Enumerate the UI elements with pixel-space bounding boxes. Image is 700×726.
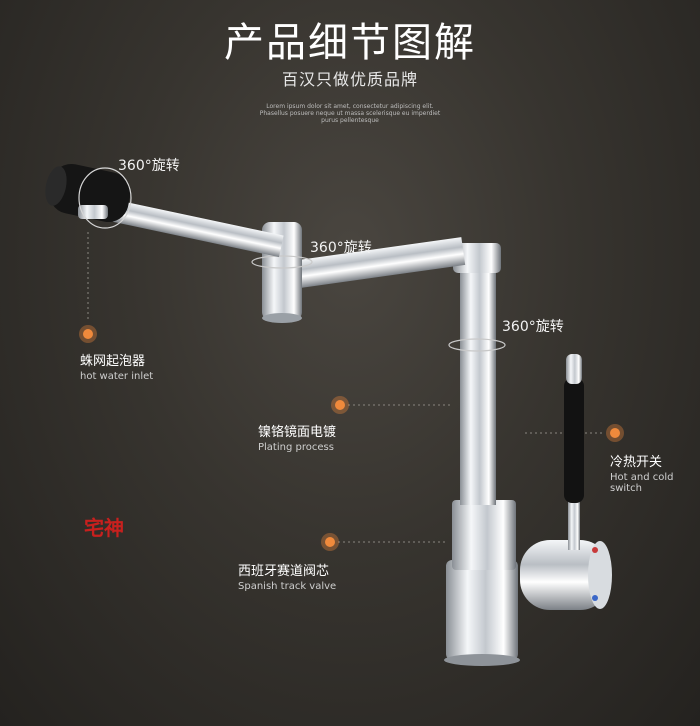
callout-aerator-en: hot water inlet <box>80 371 154 382</box>
callout-valve-cn: 西班牙赛道阀芯 <box>238 564 330 579</box>
page-title: 产品细节图解 <box>224 20 476 66</box>
faucet-body <box>452 500 516 570</box>
lorem-line-3: purus pellentesque <box>321 117 379 124</box>
lorem-line-1: Lorem ipsum dolor sit amet, consectetur … <box>266 103 434 110</box>
rotation-label-spout: 360°旋转 <box>118 158 180 174</box>
callout-aerator-cn: 蛛网起泡器 <box>80 354 146 369</box>
lorem-text: Lorem ipsum dolor sit amet, consectetur … <box>0 103 700 124</box>
faucet-base <box>446 560 518 660</box>
callout-plating: 镍铬镜面电镀 Plating process <box>258 421 336 453</box>
page-subtitle: 百汉只做优质品牌 <box>281 70 418 89</box>
callout-switch-en: Hot and cold switch <box>610 472 674 494</box>
lorem-line-2: Phasellus posuere neque ut massa sceleri… <box>259 110 441 117</box>
callout-switch: 冷热开关 Hot and cold switch <box>610 451 700 494</box>
handle-stem <box>568 495 580 550</box>
rotation-label-pole: 360°旋转 <box>502 319 564 335</box>
faucet-arm-upper <box>112 200 284 258</box>
faucet-arm-lower <box>283 237 466 290</box>
callout-plating-cn: 镍铬镜面电镀 <box>258 425 337 440</box>
faucet-pole <box>460 255 496 505</box>
watermark-logo: 宅神 <box>84 516 124 540</box>
spout-head <box>45 163 131 223</box>
valve-cap <box>520 540 610 610</box>
handle-grip <box>564 378 584 503</box>
callout-switch-cn: 冷热开关 <box>610 455 663 470</box>
callout-plating-en: Plating process <box>258 442 334 453</box>
rotation-label-elbow: 360°旋转 <box>310 240 372 256</box>
callout-aerator: 蛛网起泡器 hot water inlet <box>80 350 153 382</box>
callout-valve: 西班牙赛道阀芯 Spanish track valve <box>238 560 336 592</box>
callout-valve-en: Spanish track valve <box>238 581 337 592</box>
